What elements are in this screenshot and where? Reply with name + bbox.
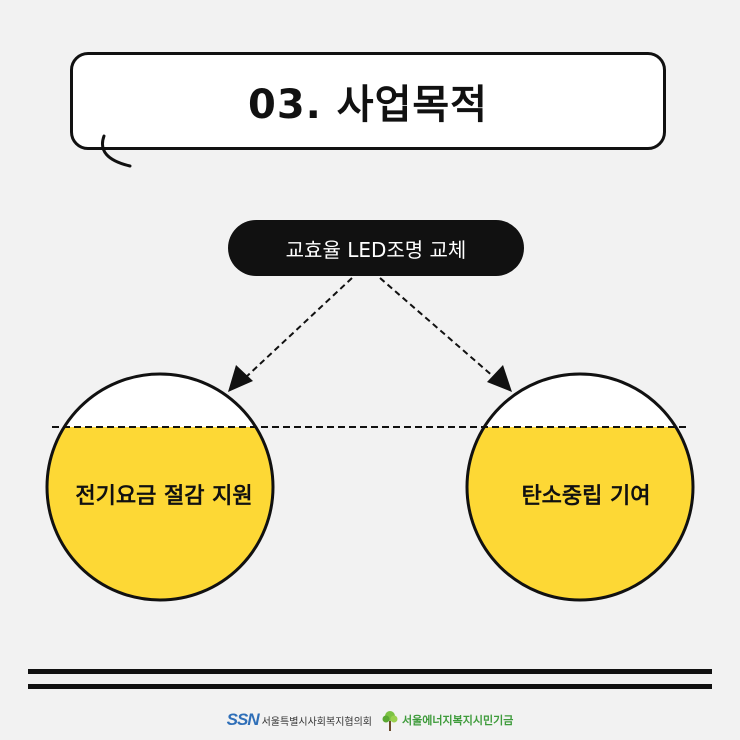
left-node-label: 전기요금 절감 지원	[75, 484, 253, 509]
divider-rule-top	[28, 669, 712, 674]
title-bubble: 03. 사업목적	[70, 52, 666, 150]
footer: SSN 서울특별시사회복지협의회 서울에너지복지시민기금	[0, 706, 740, 734]
arrow-left-line	[244, 277, 353, 379]
divider-rule-bottom	[28, 684, 712, 689]
arrow-right-head	[487, 365, 512, 392]
circle-right	[465, 372, 695, 602]
tree-icon	[382, 711, 398, 731]
top-node-label: 교효율 LED조명 교체	[285, 237, 467, 262]
right-node-label: 탄소중립 기여	[521, 484, 651, 509]
ssn-mark: SSN	[226, 710, 260, 729]
ssn-logo: SSN 서울특별시사회복지협의회	[227, 710, 372, 730]
fund-org-name: 서울에너지복지시민기금	[402, 714, 514, 727]
arrow-left-head	[228, 365, 253, 392]
fund-logo: 서울에너지복지시민기금	[386, 712, 513, 728]
bubble-tail	[101, 134, 132, 168]
page-title: 03. 사업목적	[248, 82, 488, 128]
top-node-pill: 교효율 LED조명 교체	[228, 220, 524, 276]
ssn-org-name: 서울특별시사회복지협의회	[261, 716, 373, 728]
circle-left	[45, 372, 275, 602]
arrow-right-line	[379, 277, 496, 379]
